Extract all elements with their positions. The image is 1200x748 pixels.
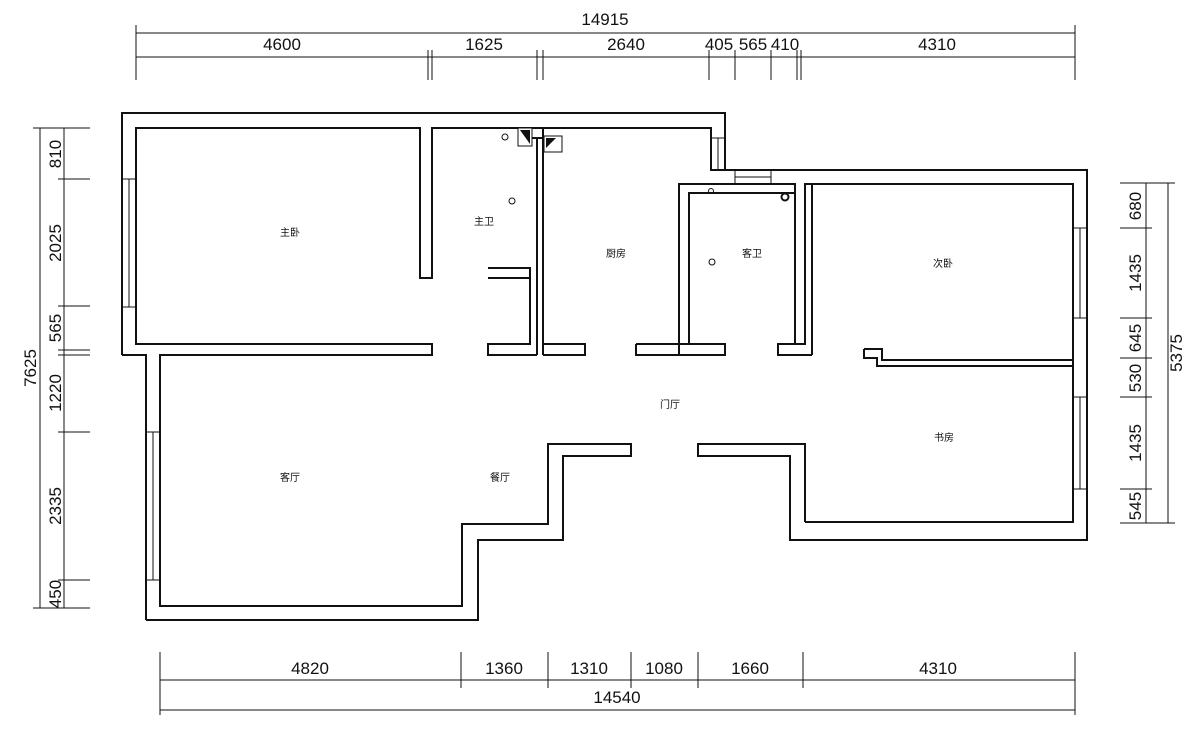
drain-icon	[501, 133, 509, 141]
room-labels: 主卧 主卫 厨房 客卫 次卧 门厅 书房 客厅 餐厅	[280, 216, 954, 484]
left-dim-1: 810	[46, 140, 65, 168]
windows	[121, 137, 1088, 581]
top-dim-3: 2640	[607, 35, 645, 54]
bottom-dim-3: 1310	[570, 659, 608, 678]
top-dim-1: 4600	[263, 35, 301, 54]
right-total-dim: 5375	[1167, 334, 1186, 372]
bottom-dim-4: 1080	[645, 659, 683, 678]
bottom-dim-5: 1660	[731, 659, 769, 678]
bottom-dim-1: 4820	[291, 659, 329, 678]
room-master-bedroom: 主卧	[280, 226, 300, 239]
top-dim-2: 1625	[465, 35, 503, 54]
left-total-dim: 7625	[21, 349, 40, 387]
left-dimensions: 7625 810 2025 565 1220 2335 450	[21, 127, 90, 609]
top-dim-6: 410	[771, 35, 799, 54]
fixtures	[501, 127, 790, 266]
bottom-total-dim: 14540	[593, 688, 640, 707]
room-guest-bath: 客卫	[742, 247, 762, 260]
room-second-bedroom: 次卧	[933, 257, 953, 270]
top-dimensions: 14915 4600 1625 2640 405 565 410 4310	[135, 10, 1076, 80]
left-dim-5: 2335	[46, 487, 65, 525]
left-dim-3: 565	[46, 314, 65, 342]
right-dim-2: 1435	[1126, 254, 1145, 292]
room-living-room: 客厅	[280, 471, 300, 484]
room-master-bath: 主卫	[474, 216, 494, 228]
right-dim-4: 530	[1126, 364, 1145, 392]
room-kitchen: 厨房	[606, 247, 626, 260]
drain-icon	[708, 258, 716, 266]
left-dim-4: 1220	[46, 374, 65, 412]
room-dining-room: 餐厅	[490, 471, 510, 484]
bottom-dim-2: 1360	[485, 659, 523, 678]
left-dim-6: 450	[46, 580, 65, 608]
right-dim-3: 645	[1126, 324, 1145, 352]
top-total-dim: 14915	[581, 10, 628, 29]
top-dim-7: 4310	[918, 35, 956, 54]
pipe-icon	[780, 192, 790, 202]
left-dim-2: 2025	[46, 224, 65, 262]
right-dim-1: 680	[1126, 192, 1145, 220]
right-dim-6: 545	[1126, 492, 1145, 520]
drain-icon	[708, 188, 714, 194]
top-dim-4: 405	[705, 35, 733, 54]
right-dimensions: 5375 680 1435 645 530 1435 545	[1120, 182, 1186, 524]
outer-walls	[121, 112, 1088, 621]
drain-icon	[508, 197, 516, 205]
room-foyer: 门厅	[660, 398, 680, 411]
bottom-dimensions: 4820 1360 1310 1080 1660 4310 14540	[159, 652, 1076, 715]
top-dim-5: 565	[739, 35, 767, 54]
room-study: 书房	[934, 431, 954, 444]
bottom-dim-6: 4310	[919, 659, 957, 678]
right-dim-5: 1435	[1126, 424, 1145, 462]
